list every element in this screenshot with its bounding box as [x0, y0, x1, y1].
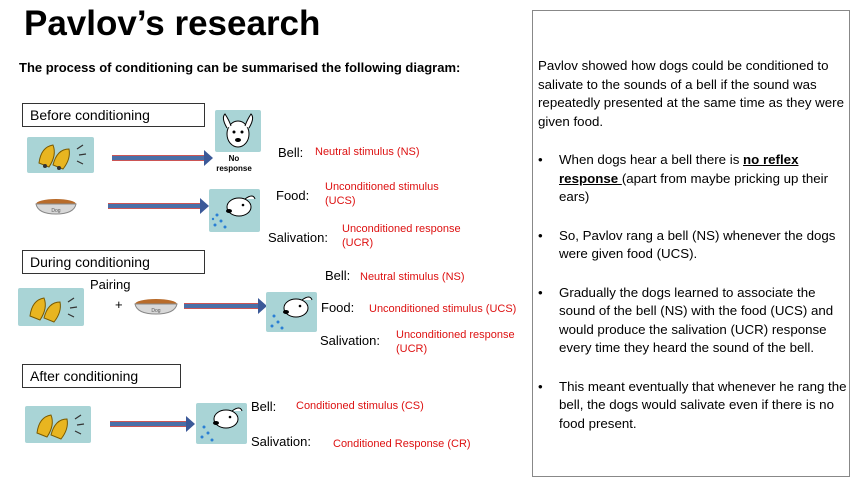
- bullet-item: When dogs hear a bell there is no reflex…: [538, 151, 850, 207]
- stage-after-label: After conditioning: [22, 364, 181, 388]
- pairing-label: Pairing: [90, 277, 131, 292]
- during-food-label: Food:: [321, 300, 355, 315]
- dog-icon: [209, 189, 260, 232]
- bullet-1-pre: When dogs hear a bell there is: [559, 152, 744, 167]
- dog-icon: [266, 292, 317, 332]
- during-salivation-type: Unconditioned response (UCR): [396, 329, 515, 355]
- arrow-icon: [112, 150, 213, 166]
- bell-icon: [25, 406, 91, 443]
- during-salivation-label: Salivation:: [320, 333, 380, 348]
- bullet-1-emphasis: no reflex response: [559, 152, 799, 186]
- bullet-1-post: (apart from maybe pricking up their ears…: [559, 170, 829, 205]
- bell-icon: [18, 288, 84, 326]
- panel-intro: Pavlov showed how dogs could be conditio…: [538, 58, 844, 129]
- before-salivation-label: Salivation:: [268, 230, 328, 245]
- page-title: Pavlov’s research: [24, 4, 321, 43]
- after-salivation-type: Conditioned Response (CR): [333, 438, 471, 450]
- bell-icon: [27, 137, 94, 173]
- before-bell-label: Bell:: [278, 145, 304, 160]
- before-salivation-type: Unconditioned response (UCR): [342, 223, 461, 249]
- before-food-type: Unconditioned stimulus (UCS): [325, 181, 439, 207]
- dog-icon: [215, 110, 261, 152]
- before-bell-type: Neutral stimulus (NS): [315, 146, 420, 158]
- during-bell-label: Bell:: [325, 268, 351, 283]
- stage-before-label: Before conditioning: [22, 103, 205, 127]
- plus-sign: +: [115, 297, 123, 312]
- during-bell-type: Neutral stimulus (NS): [360, 271, 465, 283]
- after-salivation-label: Salivation:: [251, 434, 311, 449]
- food-bowl-icon: Dog: [32, 196, 80, 216]
- page-subtitle: The process of conditioning can be summa…: [19, 60, 461, 75]
- bowl-text: Dog: [151, 308, 160, 314]
- panel-bullets: When dogs hear a bell there is no reflex…: [538, 151, 850, 433]
- bullet-item: Gradually the dogs learned to associate …: [538, 284, 850, 358]
- no-response-label: No response: [216, 154, 252, 173]
- arrow-icon: [184, 298, 267, 314]
- explanation-text: Pavlov showed how dogs could be conditio…: [538, 57, 850, 453]
- after-bell-label: Bell:: [251, 399, 277, 414]
- bullet-item: So, Pavlov rang a bell (NS) whenever the…: [538, 227, 850, 264]
- after-bell-type: Conditioned stimulus (CS): [296, 400, 424, 412]
- during-food-type: Unconditioned stimulus (UCS): [369, 303, 517, 315]
- before-food-label: Food:: [276, 188, 310, 203]
- food-bowl-icon: Dog: [130, 297, 182, 317]
- arrow-icon: [108, 198, 209, 214]
- arrow-icon: [110, 416, 195, 432]
- bullet-item: This meant eventually that whenever he r…: [538, 378, 850, 434]
- dog-icon: [196, 403, 247, 444]
- stage-during-label: During conditioning: [22, 250, 205, 274]
- bowl-text: Dog: [51, 208, 60, 214]
